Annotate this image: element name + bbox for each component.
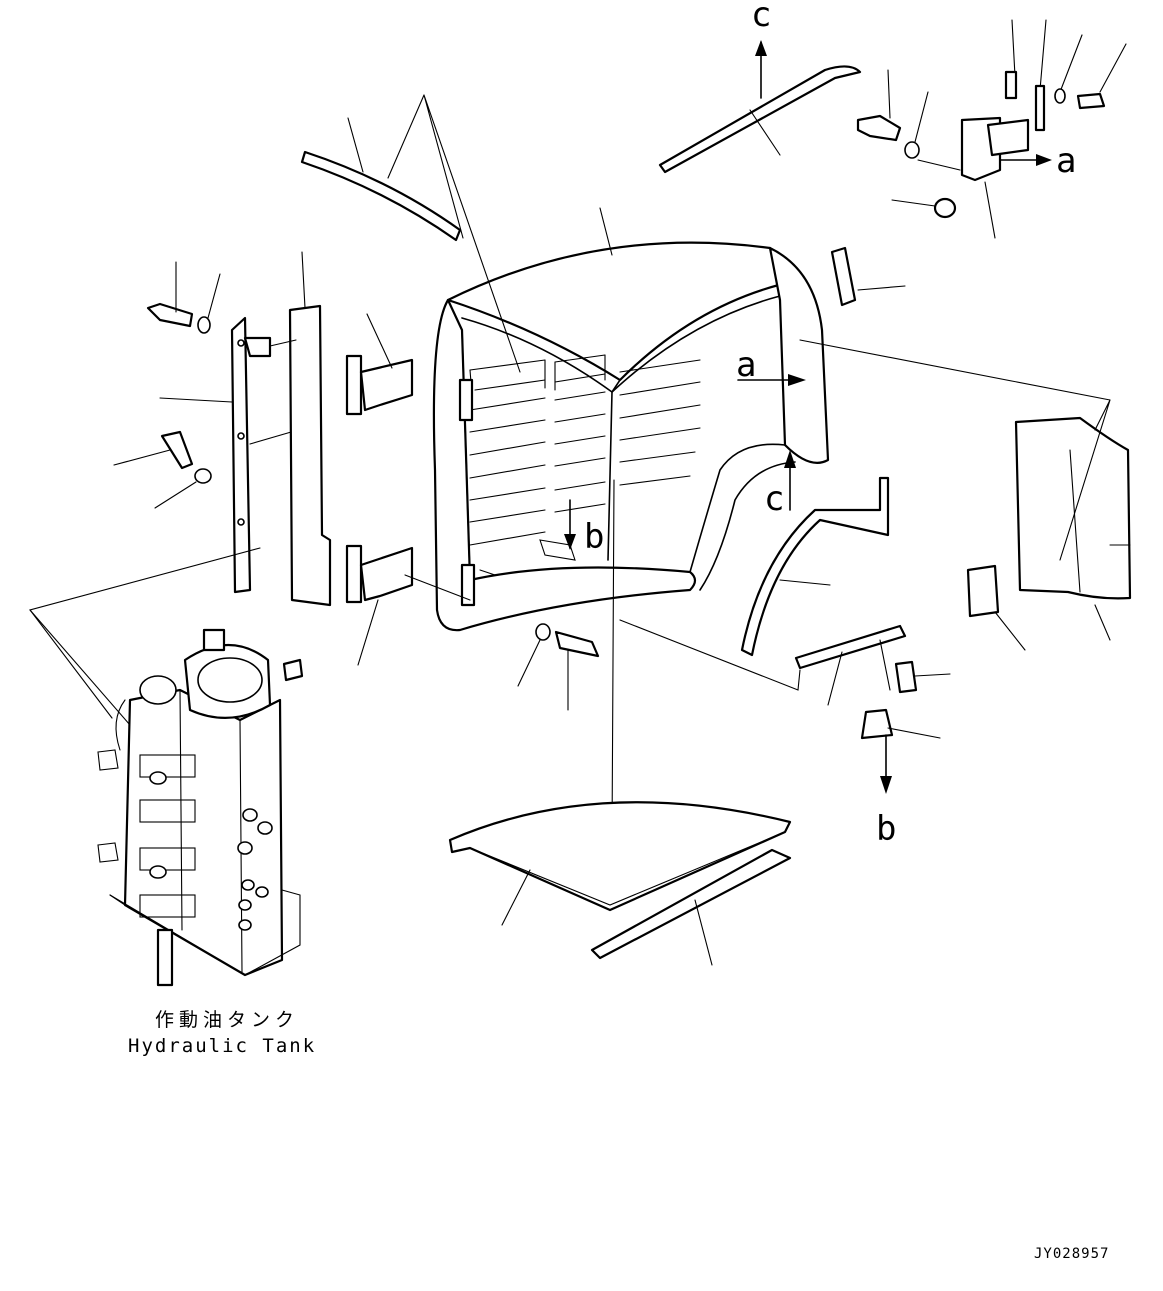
label-c-top: c — [751, 0, 771, 35]
left-bracket — [159, 316, 299, 594]
stay-rod — [794, 624, 907, 706]
drawing-code: JY028957 — [1034, 1246, 1109, 1262]
label-c-middle: c — [764, 479, 784, 519]
hydraulic-tank — [97, 628, 304, 987]
guard-cover — [432, 241, 830, 632]
top-bolt — [856, 69, 929, 159]
latch-assembly — [891, 19, 1127, 239]
caption-japanese: 作動油タンク — [155, 1009, 299, 1031]
center-bolt — [517, 623, 600, 711]
support-bar — [740, 476, 890, 657]
left-bolt-lower — [113, 430, 212, 509]
upper-hinge — [345, 313, 414, 416]
right-side-panel — [799, 339, 1132, 651]
label-b-middle: b — [584, 517, 604, 557]
label-a-middle: a — [736, 345, 756, 385]
label-b-lower: b — [876, 809, 896, 849]
arrow-a-top — [999, 154, 1052, 166]
bottom-seal — [590, 848, 792, 966]
rod — [658, 65, 862, 174]
arrow-b-lower — [880, 734, 892, 794]
left-bolt-upper — [146, 261, 221, 334]
arrow-c-middle — [784, 450, 796, 511]
arrow-a-middle — [737, 374, 806, 386]
top-seal-strip — [300, 117, 462, 242]
bottom-cover — [448, 801, 792, 926]
label-a-top: a — [1056, 141, 1076, 181]
clip-bolt — [860, 660, 951, 740]
seal-block — [269, 251, 332, 607]
caption-english: Hydraulic Tank — [128, 1035, 316, 1057]
side-bracket — [830, 246, 906, 307]
arrow-b-middle — [564, 499, 576, 550]
lower-hinge — [345, 544, 471, 666]
arrow-c-top — [755, 40, 767, 99]
grille-slots — [469, 354, 701, 546]
